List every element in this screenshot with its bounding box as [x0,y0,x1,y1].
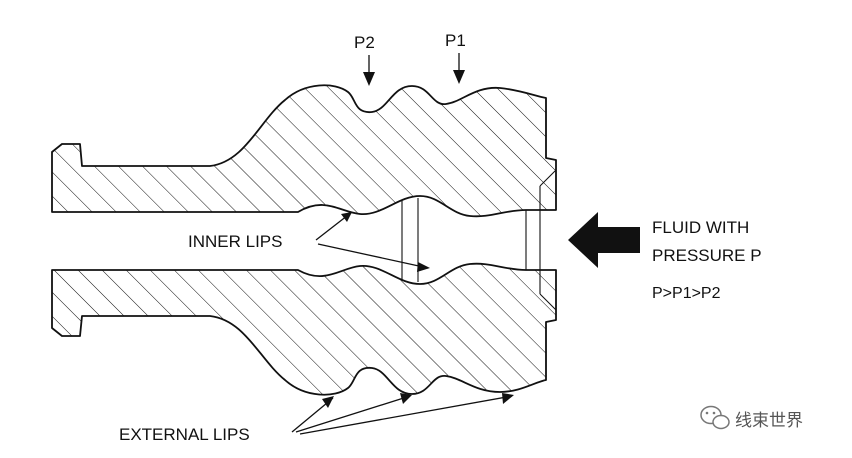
down-arrow-icon [363,72,375,86]
seal-body [51,84,557,396]
leader-arrow-icon [341,212,352,222]
watermark: 线束世界 [700,405,803,431]
fluid-label-line1: FLUID WITH [652,218,749,237]
external-lips-label: EXTERNAL LIPS [119,425,250,444]
pressure-p2-indicator: P2 [354,33,375,86]
p1-label: P1 [445,31,466,50]
leader-arrow-icon [322,396,334,408]
p2-label: P2 [354,33,375,52]
down-arrow-icon [453,70,465,84]
inner-lips-callout: INNER LIPS [188,211,430,272]
external-lips-callout: EXTERNAL LIPS [119,393,514,444]
fluid-direction-arrow-icon [568,212,640,268]
inner-lips-label: INNER LIPS [188,232,282,251]
leader-arrow-icon [502,393,514,404]
wechat-icon [700,405,730,430]
fluid-pressure-indicator: FLUID WITH PRESSURE P P>P1>P2 [568,212,762,302]
watermark-text: 线束世界 [735,411,803,431]
leader-arrow-icon [417,262,430,272]
pressure-p1-indicator: P1 [445,31,466,84]
fluid-label-line2: PRESSURE P [652,246,762,265]
leader-arrow-icon [400,393,412,404]
pressure-relation-label: P>P1>P2 [652,285,721,302]
bore-features [401,98,557,380]
